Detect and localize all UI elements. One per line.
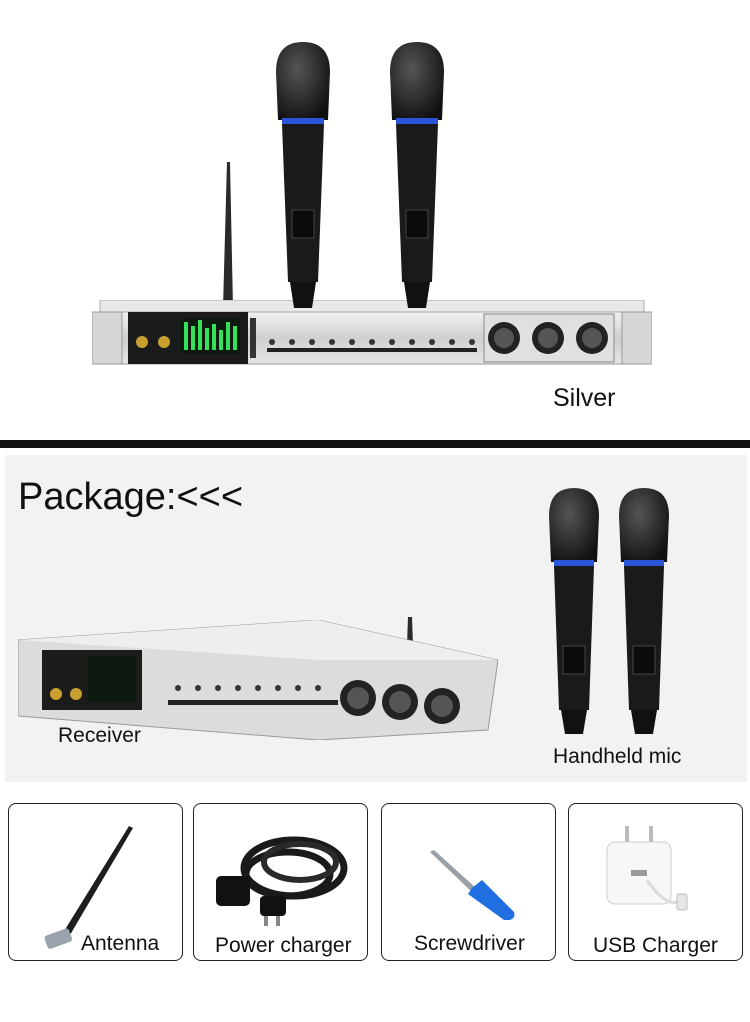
item-card-power-charger: Power charger — [193, 803, 368, 961]
microphone-icon — [619, 488, 669, 734]
item-card-usb-charger: USB Charger — [568, 803, 743, 961]
product-hero: Silver — [0, 0, 750, 440]
item-label: Screwdriver — [414, 932, 525, 955]
microphone-icon — [390, 42, 444, 308]
receiver-antenna-icon — [223, 162, 233, 308]
item-label: USB Charger — [593, 934, 718, 957]
package-heading: Package:<<< — [18, 476, 244, 518]
usb-charger-icon — [606, 826, 688, 911]
section-divider — [0, 440, 750, 448]
receiver-label: Receiver — [58, 724, 141, 747]
item-card-antenna: Antenna — [8, 803, 183, 961]
handheld-mic-label: Handheld mic — [553, 745, 682, 768]
microphone-icon — [276, 42, 330, 308]
screwdriver-icon — [430, 850, 515, 920]
power-cable-icon — [216, 836, 348, 926]
antenna-icon — [44, 826, 133, 949]
microphone-icon — [549, 488, 599, 734]
receiver-front-image — [92, 300, 652, 365]
color-variant-label: Silver — [553, 384, 616, 412]
receiver-angled-image — [18, 620, 498, 740]
item-label: Power charger — [215, 934, 352, 957]
item-card-screwdriver: Screwdriver — [381, 803, 556, 961]
item-label: Antenna — [81, 932, 160, 955]
